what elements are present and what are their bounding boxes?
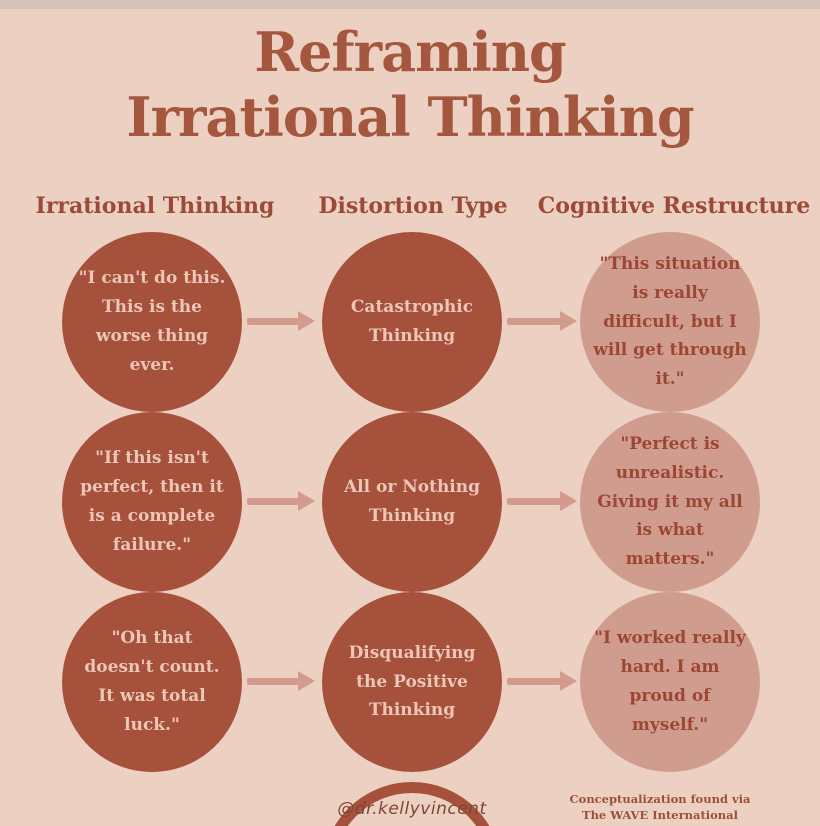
column-header-irrational-thinking: Irrational Thinking	[35, 193, 275, 219]
top-edge-strip	[0, 0, 820, 9]
attribution-line-2: The WAVE International	[582, 808, 738, 823]
right-arrow-icon	[247, 491, 315, 511]
restructure-bubble-2: "Perfect is unrealistic. Giving it my al…	[580, 412, 760, 592]
page-title: Reframing Irrational Thinking	[0, 20, 820, 150]
irrational-thought-bubble-1: "I can't do this. This is the worse thin…	[62, 232, 242, 412]
attribution-line-1: Conceptualization found via	[569, 792, 751, 806]
irrational-thought-text-1: "I can't do this. This is the worse thin…	[78, 268, 226, 375]
right-arrow-icon	[507, 311, 577, 331]
irrational-thought-text-2: "If this isn't perfect, then it is a com…	[80, 448, 224, 555]
right-arrow-icon	[507, 671, 577, 691]
restructure-bubble-1: "This situation is really difficult, but…	[580, 232, 760, 412]
page-title-line-2: Irrational Thinking	[126, 84, 694, 149]
distortion-type-text-1: Catastrophic Thinking	[350, 297, 474, 346]
right-arrow-icon	[507, 491, 577, 511]
author-handle: @dr.kellyvincent	[337, 799, 487, 819]
irrational-thought-text-3: "Oh that doesn't count. It was total luc…	[84, 628, 220, 735]
restructure-text-1: "This situation is really difficult, but…	[593, 253, 747, 390]
restructure-bubble-3: "I worked really hard. I am proud of mys…	[580, 592, 760, 772]
restructure-text-3: "I worked really hard. I am proud of mys…	[594, 628, 746, 735]
right-arrow-icon	[247, 311, 315, 331]
column-header-distortion-type: Distortion Type	[318, 193, 508, 219]
irrational-thought-bubble-3: "Oh that doesn't count. It was total luc…	[62, 592, 242, 772]
irrational-thought-bubble-2: "If this isn't perfect, then it is a com…	[62, 412, 242, 592]
restructure-text-2: "Perfect is unrealistic. Giving it my al…	[597, 433, 743, 570]
distortion-type-bubble-3: Disqualifying the Positive Thinking	[322, 592, 502, 772]
distortion-type-bubble-2: All or Nothing Thinking	[322, 412, 502, 592]
right-arrow-icon	[247, 671, 315, 691]
distortion-type-text-3: Disqualifying the Positive Thinking	[348, 642, 476, 721]
column-header-cognitive-restructure: Cognitive Restructure	[537, 193, 811, 219]
distortion-type-text-2: All or Nothing Thinking	[343, 477, 481, 526]
attribution-text: Conceptualization found via The WAVE Int…	[555, 791, 765, 823]
page-title-line-1: Reframing	[254, 20, 567, 84]
distortion-type-bubble-1: Catastrophic Thinking	[322, 232, 502, 412]
